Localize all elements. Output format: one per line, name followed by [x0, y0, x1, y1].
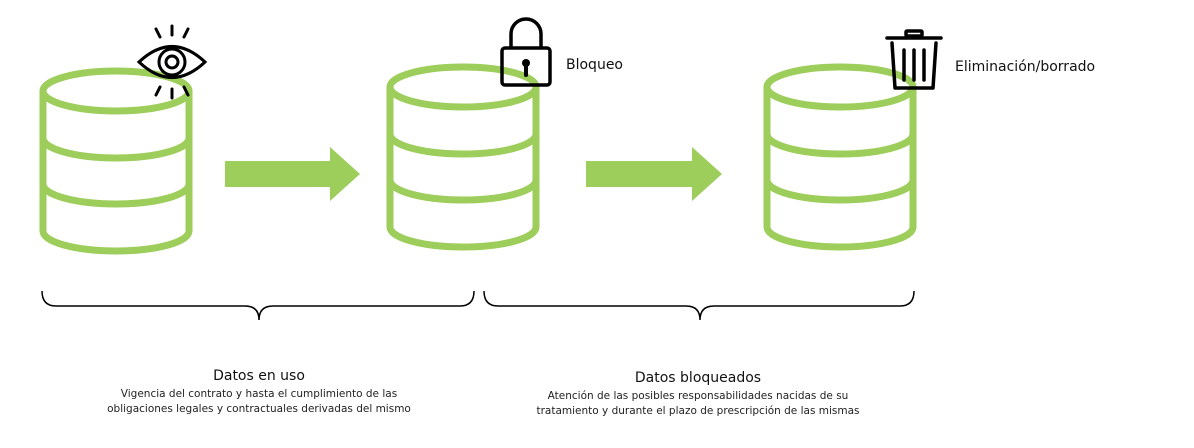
stage-label-bloqueo: Bloqueo [566, 57, 623, 73]
period-title: Datos en uso [213, 368, 305, 384]
period-description: Atención de las posibles responsabilidad… [536, 390, 860, 417]
eye-icon [136, 24, 208, 100]
period-title: Datos bloqueados [634, 370, 762, 386]
period-caption-in-use: Datos en uso Vigencia del contrato y has… [79, 368, 439, 417]
database-blocked-icon [390, 67, 536, 247]
period-bracket [41, 290, 475, 321]
arrow-right-icon [225, 147, 360, 201]
trash-icon [885, 29, 943, 90]
arrow-right-icon [586, 147, 722, 201]
stage-label-eliminacion: Eliminación/borrado [955, 59, 1096, 75]
lock-icon [500, 17, 552, 87]
period-bracket [483, 290, 915, 321]
period-caption-blocked: Datos bloqueados Atención de las posible… [518, 370, 878, 419]
database-in-use-icon [43, 71, 189, 251]
database-deleted-icon [767, 67, 913, 247]
period-description: Vigencia del contrato y hasta el cumplim… [107, 388, 411, 415]
